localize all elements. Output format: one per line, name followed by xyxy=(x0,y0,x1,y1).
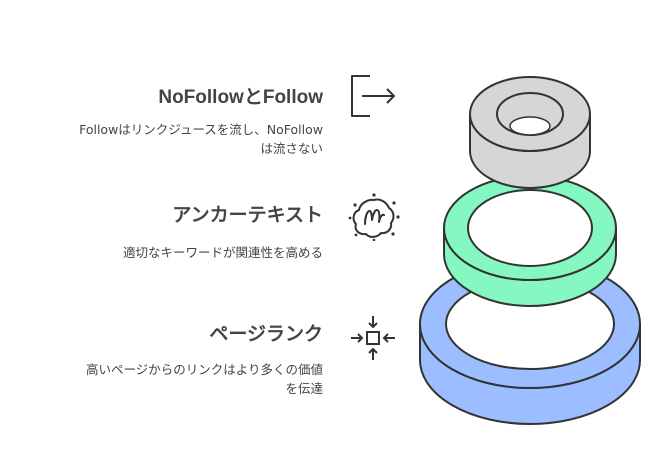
item-description: 高いページからのリンクはより多くの価値 を伝達 xyxy=(85,362,323,396)
exit-arrow-icon xyxy=(351,75,395,117)
item-title: NoFollowとFollow xyxy=(158,87,323,108)
item-description: Followはリンクジュースを流し、NoFollow は流さない xyxy=(79,122,323,156)
meetup-logo-icon xyxy=(348,193,400,241)
middle-ring xyxy=(443,175,617,307)
item-description: 適切なキーワードが関連性を高める xyxy=(122,245,323,260)
item-title: アンカーテキスト xyxy=(172,205,323,226)
item-title: ページランク xyxy=(209,324,323,345)
focus-arrows-icon xyxy=(351,316,395,360)
top-ring xyxy=(469,76,591,189)
